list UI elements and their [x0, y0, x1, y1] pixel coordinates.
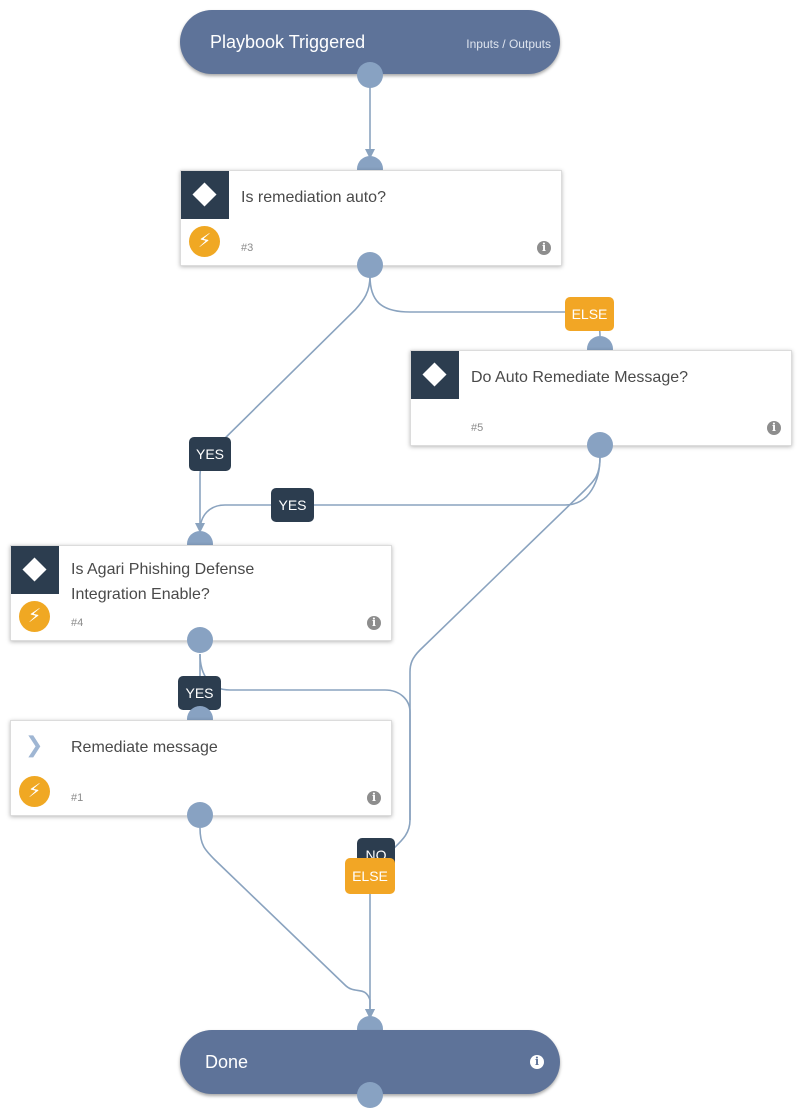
condition-badge-yes[interactable]: YES	[271, 488, 314, 522]
task-card-is-agari-integration-enable[interactable]: ⚡︎ Is Agari Phishing Defense Integration…	[10, 545, 392, 641]
lightning-icon: ⚡︎	[19, 601, 50, 632]
done-title: Done	[205, 1052, 249, 1072]
done-node[interactable]: Done i	[180, 1030, 560, 1094]
playbook-triggered-node[interactable]: Playbook Triggered Inputs / Outputs	[180, 10, 560, 74]
lightning-icon: ⚡︎	[19, 776, 50, 807]
info-icon[interactable]: i	[767, 421, 781, 435]
chevron-right-icon: ❯	[25, 732, 44, 757]
inputs-outputs-link[interactable]: Inputs / Outputs	[466, 37, 551, 51]
task-number: #3	[241, 242, 254, 254]
task3-output-port[interactable]	[357, 252, 383, 278]
condition-badge-else[interactable]: ELSE	[565, 297, 614, 331]
task-number: #5	[471, 422, 484, 434]
task-title: Is Agari Phishing Defense Integration En…	[71, 561, 255, 603]
task-card-do-auto-remediate-message[interactable]: Do Auto Remediate Message? #5 i	[410, 350, 792, 446]
condition-badge-else[interactable]: ELSE	[345, 858, 395, 894]
task-title: Is remediation auto?	[241, 189, 386, 206]
task5-output-port[interactable]	[587, 432, 613, 458]
task-card-is-remediation-auto[interactable]: ⚡︎ Is remediation auto? #3 i	[180, 170, 562, 266]
task-number: #4	[71, 617, 84, 629]
task4-output-port[interactable]	[187, 627, 213, 653]
start-output-port[interactable]	[357, 62, 383, 88]
done-output-port[interactable]	[357, 1082, 383, 1108]
edge-task5-yes-to-task4	[199, 456, 601, 532]
condition-badge-yes[interactable]: YES	[178, 676, 221, 710]
diamond-icon	[11, 546, 59, 594]
task-card-remediate-message[interactable]: ❯ ⚡︎ Remediate message #1 i	[10, 720, 392, 816]
playbook-triggered-title: Playbook Triggered	[210, 32, 366, 52]
task-title: Do Auto Remediate Message?	[471, 369, 689, 386]
edge-task1-to-done	[199, 827, 375, 1019]
info-icon[interactable]: i	[367, 791, 381, 805]
task-number: #1	[71, 792, 84, 804]
edge-task5-no-to-done	[379, 456, 601, 863]
task1-output-port[interactable]	[187, 802, 213, 828]
condition-badge-yes[interactable]: YES	[189, 437, 231, 471]
task-title: Remediate message	[71, 739, 218, 756]
info-icon[interactable]: i	[530, 1055, 544, 1069]
info-icon[interactable]: i	[537, 241, 551, 255]
edge-task4-else-to-done	[199, 653, 411, 820]
diamond-icon	[181, 171, 229, 219]
lightning-icon: ⚡︎	[189, 226, 220, 257]
info-icon[interactable]: i	[367, 616, 381, 630]
diamond-icon	[411, 351, 459, 399]
